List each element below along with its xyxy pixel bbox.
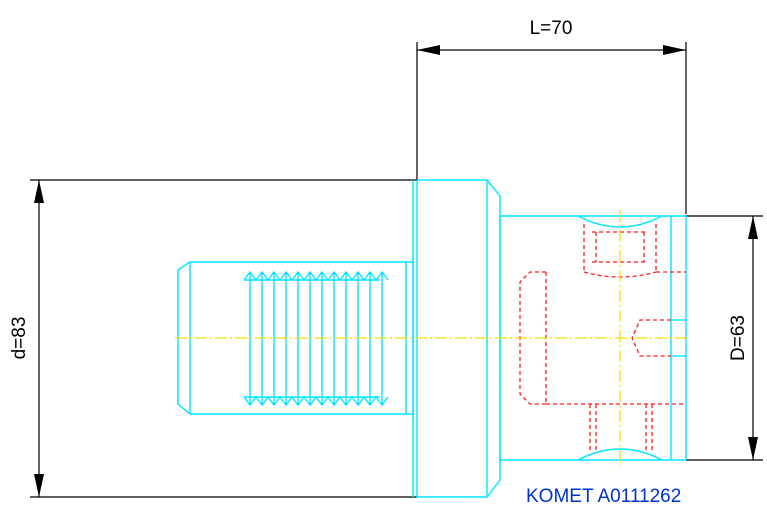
dimension-shank-diameter: D=63 <box>686 215 763 461</box>
length-label: L=70 <box>530 18 573 39</box>
outer-diameter-label: d=83 <box>9 317 30 360</box>
dimension-length: L=70 <box>416 18 687 214</box>
dimension-outer-diameter: d=83 <box>9 179 417 498</box>
shank-diameter-label: D=63 <box>728 315 749 361</box>
centerlines <box>175 210 690 466</box>
part-outline <box>177 179 687 498</box>
brand-label: KOMET A0111262 <box>526 486 681 507</box>
